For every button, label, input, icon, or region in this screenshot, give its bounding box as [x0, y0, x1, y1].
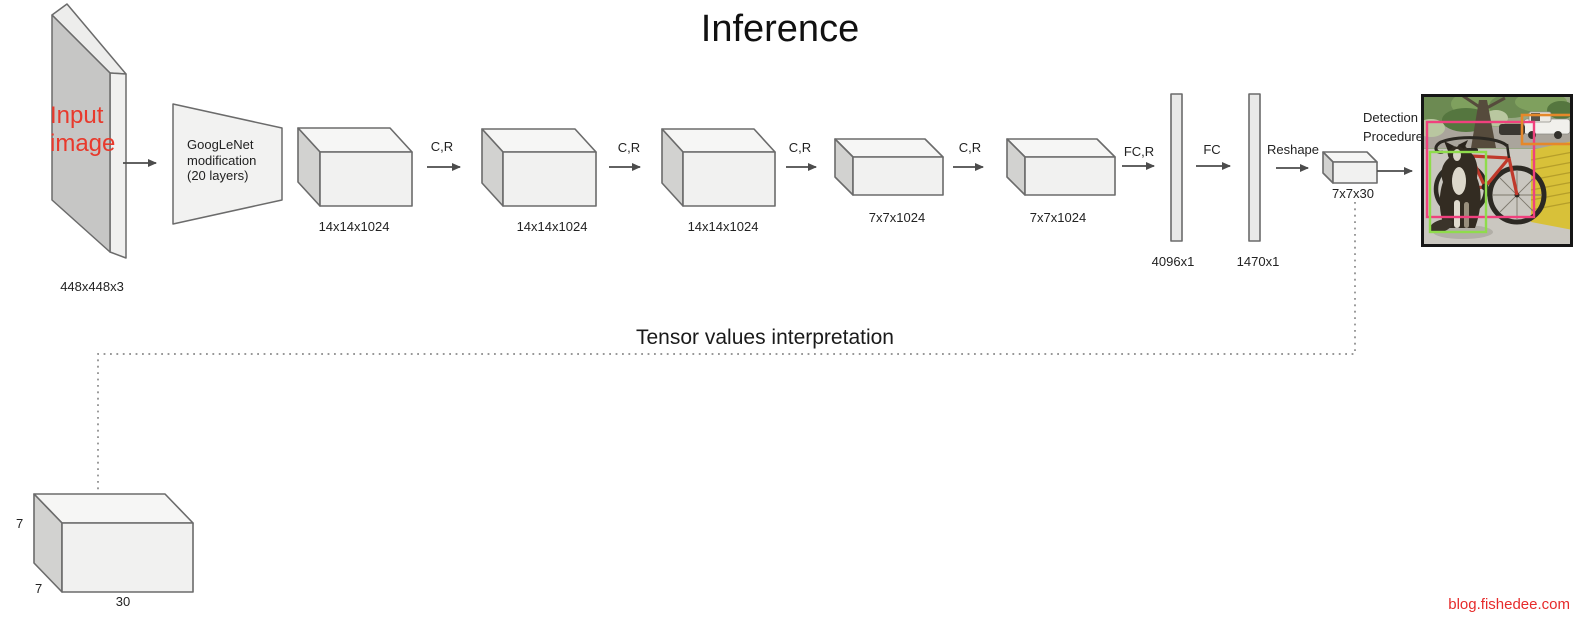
- conv-block-2: [481, 128, 597, 207]
- backbone-label-line1: GoogLeNet: [187, 137, 254, 152]
- fc2-dims-label: 1470x1: [1236, 254, 1280, 269]
- detection-label-line1: Detection: [1363, 110, 1418, 125]
- fc-bar-4096: [1170, 93, 1183, 242]
- output-cube: [1322, 151, 1378, 184]
- conv-block-5: [1006, 138, 1116, 196]
- backbone-label-line2: modification: [187, 152, 257, 168]
- tensor-caption: Tensor values interpretation: [636, 326, 894, 349]
- input-image-label-line2: image: [50, 130, 116, 157]
- dotted-connector: [97, 202, 1356, 493]
- detection-label-line2: Procedure: [1363, 129, 1423, 144]
- watermark: blog.fishedee.com: [1448, 596, 1570, 613]
- op-cr1-label: C,R: [430, 139, 454, 154]
- bbox-bike: [1425, 120, 1536, 219]
- photo-tree-branch: [1462, 94, 1506, 112]
- input-dims-label: 448x448x3: [60, 279, 124, 294]
- op-cr3-label: C,R: [788, 140, 812, 155]
- photo-tree-leaves: [1421, 94, 1573, 137]
- conv-block-1: [297, 127, 413, 207]
- op-reshape-label: Reshape: [1266, 142, 1320, 157]
- fc1-dims-label: 4096x1: [1151, 254, 1195, 269]
- conv5-dims-label: 7x7x1024: [1029, 210, 1087, 225]
- backbone-trapezoid: [172, 103, 283, 225]
- op-fcr-label: FC,R: [1123, 144, 1155, 159]
- detection-photo: [1421, 94, 1573, 247]
- page-title: Inference: [700, 8, 860, 50]
- op-cr4-label: C,R: [958, 140, 982, 155]
- op-cr2-label: C,R: [617, 140, 641, 155]
- tensor-cube-height-label: 7: [16, 516, 24, 531]
- photo-tree-trunk: [1471, 100, 1496, 148]
- conv-block-4: [834, 138, 944, 196]
- fc-bar-1470: [1248, 93, 1261, 242]
- conv4-dims-label: 7x7x1024: [868, 210, 926, 225]
- conv2-dims-label: 14x14x1024: [516, 219, 588, 234]
- bbox-dog: [1428, 150, 1488, 234]
- conv1-dims-label: 14x14x1024: [318, 219, 390, 234]
- backbone-label-line3: (20 layers): [187, 168, 249, 184]
- input-image-label-line1: Input: [50, 102, 104, 129]
- photo-dog: [1429, 140, 1481, 233]
- input-image-slab: [51, 3, 127, 259]
- conv3-dims-label: 14x14x1024: [687, 219, 759, 234]
- tensor-cube-width-label: 30: [115, 594, 131, 609]
- tensor-cube-depth-label: 7: [35, 581, 43, 596]
- op-fc-label: FC: [1203, 142, 1221, 157]
- tensor-cube: [33, 493, 194, 593]
- conv-block-3: [661, 128, 776, 207]
- photo-border: [1421, 94, 1573, 247]
- output-dims-label: 7x7x30: [1332, 186, 1374, 201]
- flow-arrows: [123, 159, 1413, 175]
